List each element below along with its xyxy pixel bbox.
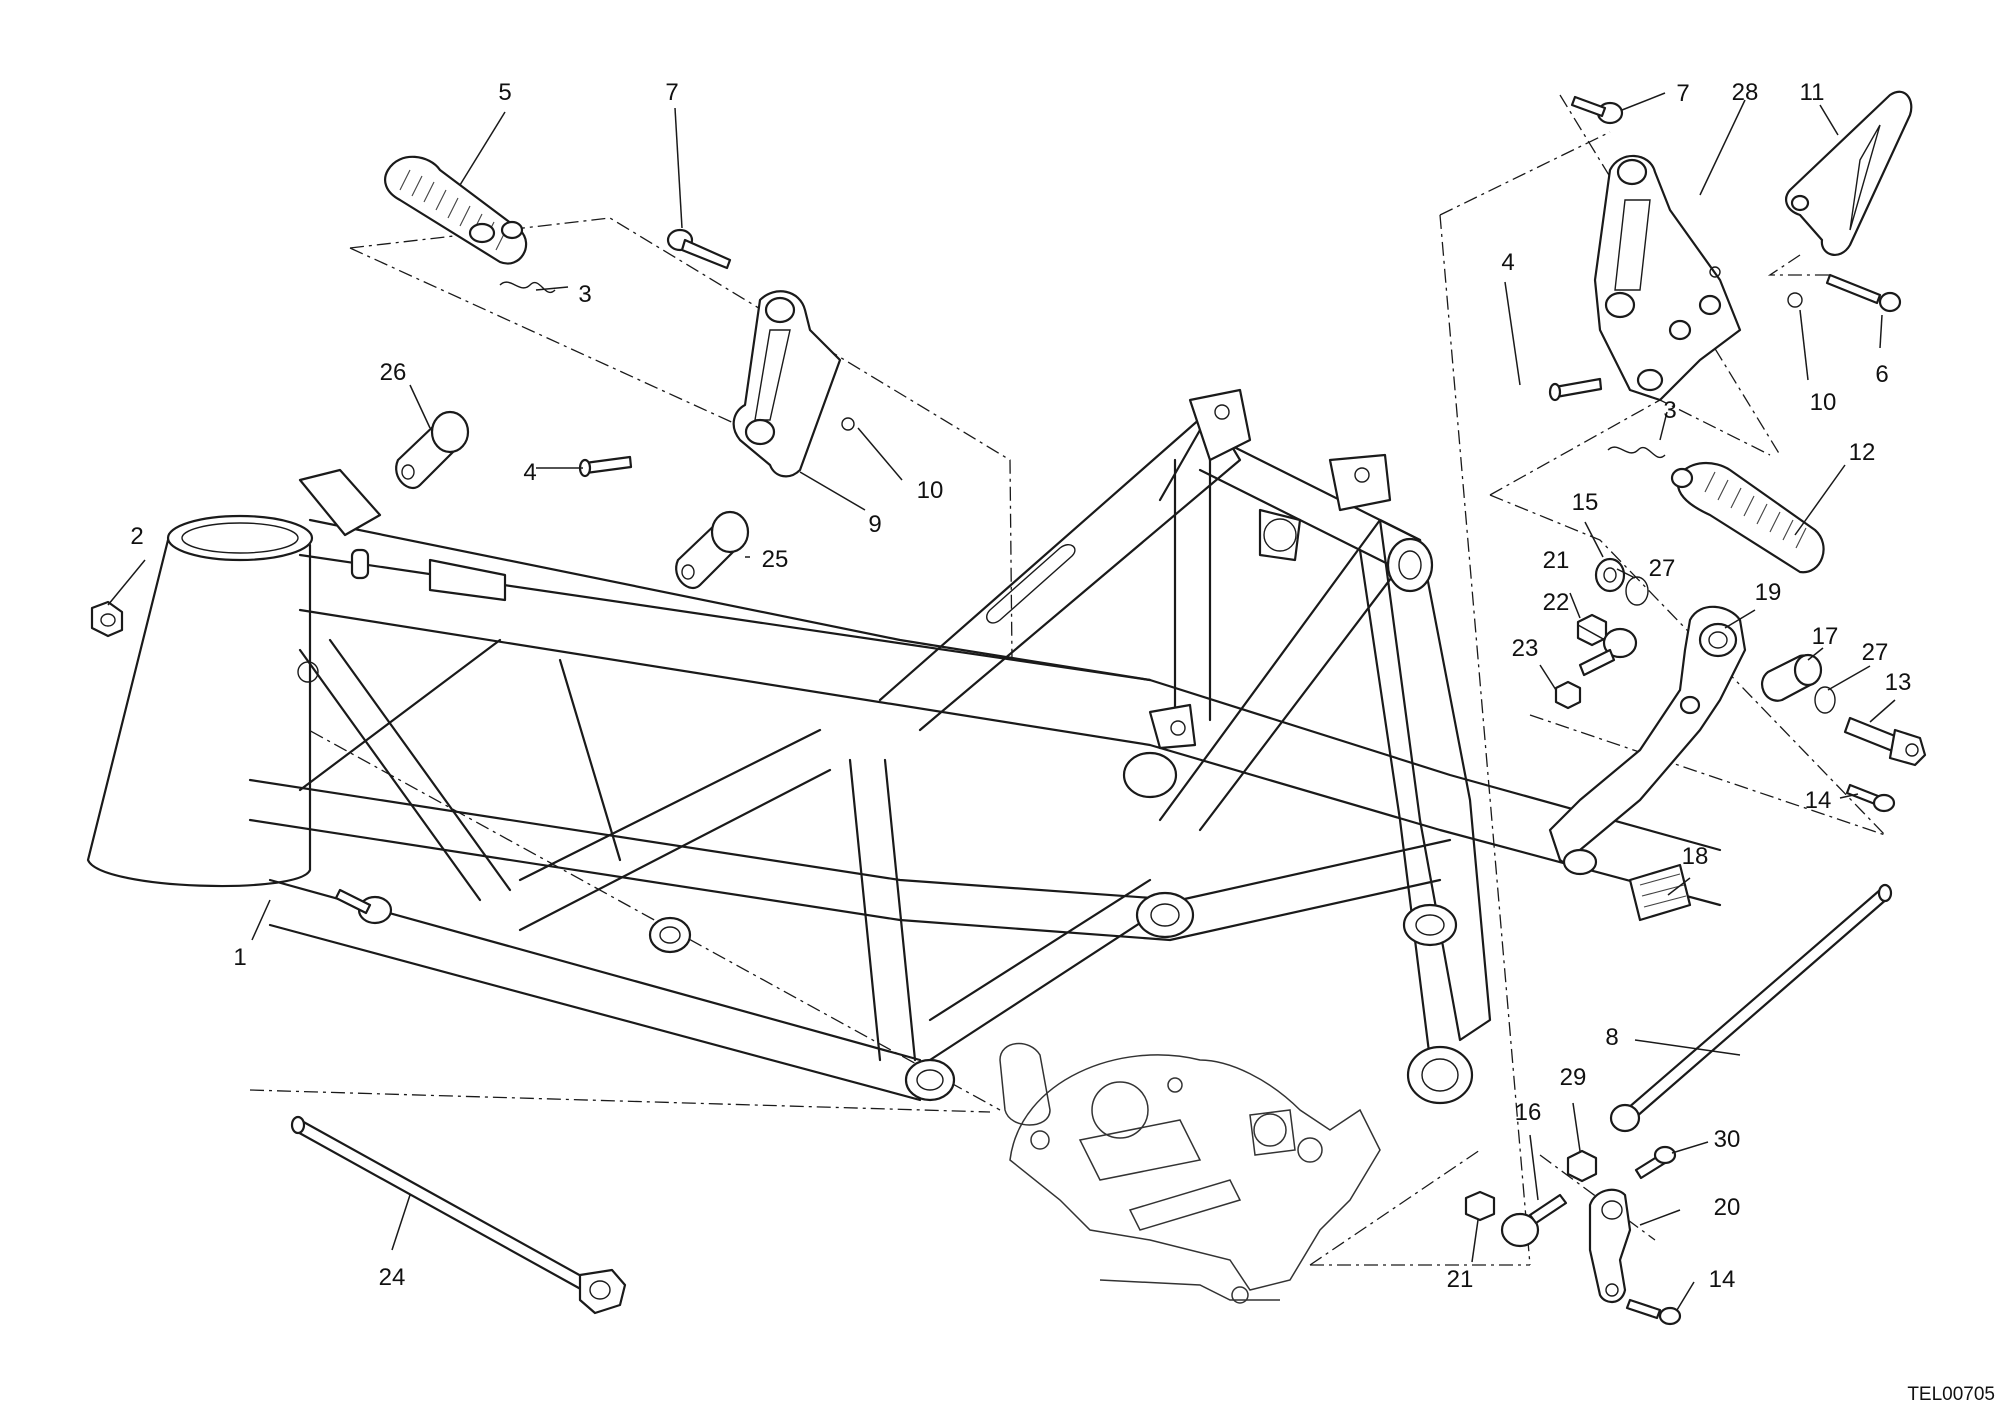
callout-23: 23 [1512,635,1539,662]
pivot-bolt-13 [1843,716,1927,767]
rod-end-22 [1578,627,1638,677]
callout-20: 20 [1714,1194,1741,1221]
left-footpeg [384,155,556,293]
nut-21-upper [1576,613,1608,647]
bushing-17 [1761,653,1823,702]
axle-24 [290,1115,627,1315]
right-pin-4 [1548,377,1603,402]
bolt-7-right [1570,95,1624,125]
callout-5: 5 [498,79,511,106]
callout-4-right: 4 [1501,249,1514,276]
callout-8: 8 [1605,1024,1618,1051]
callout-10-left: 10 [917,477,944,504]
shaft-8 [1609,883,1893,1133]
clip-10-right [1787,292,1803,308]
callout-30: 30 [1714,1126,1741,1153]
callout-24: 24 [379,1264,406,1291]
callout-14-lower: 14 [1709,1266,1736,1293]
callout-4-left: 4 [523,459,536,486]
callout-15: 15 [1572,489,1599,516]
bolt-30 [1634,1145,1677,1180]
right-footpeg-bracket [1593,154,1742,402]
brake-pedal-19 [1548,605,1747,876]
callout-29: 29 [1560,1064,1587,1091]
washer-15 [1594,557,1626,593]
callout-7-right: 7 [1676,80,1689,107]
callout-2: 2 [130,523,143,550]
callout-12: 12 [1849,439,1876,466]
callout-19: 19 [1755,579,1782,606]
callout-26: 26 [380,359,407,386]
callout-16: 16 [1515,1099,1542,1126]
bushing-25 [675,510,750,589]
callout-22: 22 [1543,589,1570,616]
callout-11: 11 [1800,79,1825,106]
callout-3-right: 3 [1663,397,1676,424]
callout-3-left: 3 [578,281,591,308]
callout-21-upper: 21 [1543,547,1570,574]
callout-10-right: 10 [1810,389,1837,416]
callout-25: 25 [762,546,789,573]
callout-labels: 1 2 3 3 4 4 5 6 7 7 8 9 10 10 11 12 13 1… [130,79,1911,1293]
left-pin-4 [578,455,633,478]
bolt-14-upper [1845,783,1896,813]
drawing-code: TEL00705 [1907,1384,1995,1405]
main-frame [86,388,1722,1105]
gear-lever-20 [1588,1188,1632,1303]
leader-lines [107,92,1896,1311]
right-footpeg [1607,446,1825,574]
left-footpeg-bracket [732,290,855,478]
circlip-27-top [1625,576,1649,606]
callout-7-left: 7 [665,79,678,106]
callout-14-upper: 14 [1805,787,1832,814]
callout-17: 17 [1812,623,1839,650]
bolt-14-lower [1625,1298,1682,1326]
bushing-26 [395,410,470,489]
callout-27-lower: 27 [1862,639,1889,666]
nut-2 [90,600,124,638]
gear-rod-16 [1500,1193,1568,1248]
nut-21-lower [1464,1190,1496,1222]
bolt-6 [1825,273,1902,313]
heel-plate-11 [1785,90,1913,256]
engine-outline [999,1042,1381,1304]
circlip-27-lower [1814,686,1836,714]
callout-27-upper: 27 [1649,555,1676,582]
nut-29 [1566,1149,1598,1183]
callout-18: 18 [1682,843,1709,870]
callout-6: 6 [1875,361,1888,388]
rubber-18 [1628,863,1692,922]
callout-13: 13 [1885,669,1912,696]
bolt-near-frame [334,888,393,925]
nut-23 [1554,680,1582,710]
callout-1: 1 [233,944,246,971]
steering-head-tube [86,524,312,888]
callout-28: 28 [1732,79,1759,106]
bolt-7-left [666,228,732,270]
callout-9: 9 [868,511,881,538]
callout-21-lower: 21 [1447,1266,1474,1293]
